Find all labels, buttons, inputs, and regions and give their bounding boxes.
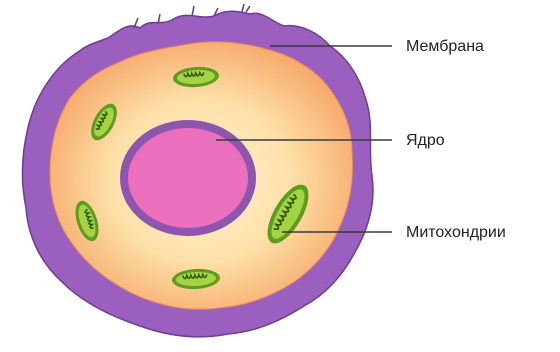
nucleus-label: Ядро xyxy=(406,133,445,149)
mitochondria-label: Митохондрии xyxy=(406,225,506,241)
membrane-label: Мембрана xyxy=(406,39,484,55)
